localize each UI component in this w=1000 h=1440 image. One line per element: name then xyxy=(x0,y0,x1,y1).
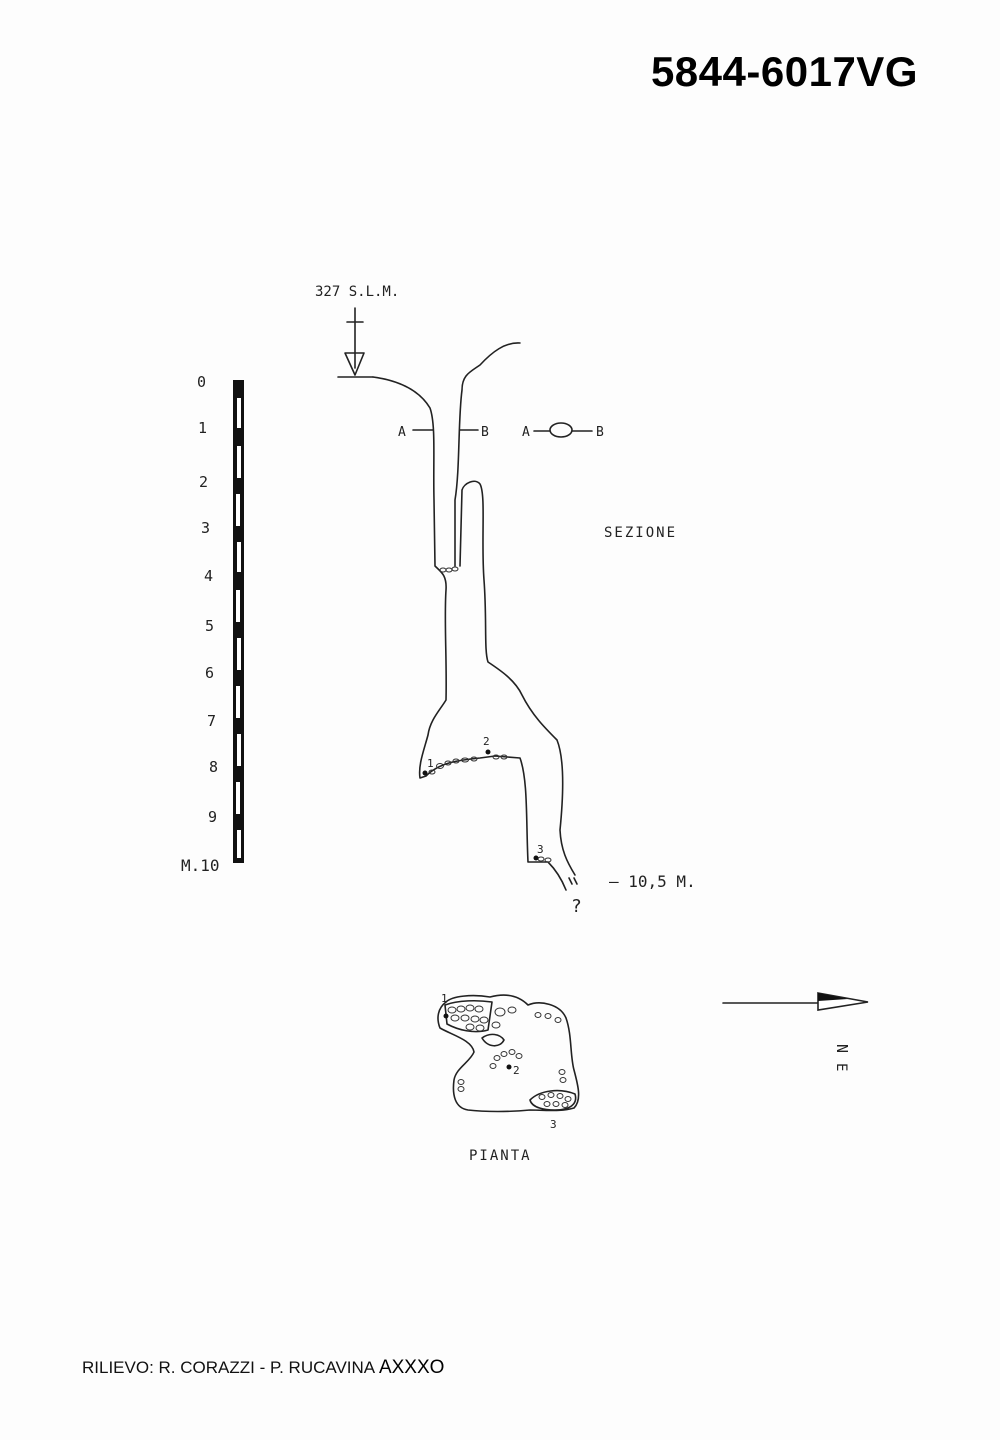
credits-text: RILIEVO: R. CORAZZI - P. RUCAVINA xyxy=(82,1358,375,1377)
station-3-label: 3 xyxy=(537,843,544,856)
scale-label-5: 5 xyxy=(205,617,214,635)
north-label: N xyxy=(833,1044,851,1053)
north-arrow: N E xyxy=(722,992,869,1071)
station-1-dot xyxy=(422,770,428,776)
station-2-dot xyxy=(485,749,491,755)
scale-label-1: 1 xyxy=(198,419,207,437)
credits-mark: AXXXO xyxy=(378,1357,445,1378)
plan-boulders-1 xyxy=(444,999,562,1047)
depth-label: — 10,5 M. xyxy=(609,872,696,891)
section-left-wall xyxy=(372,376,567,891)
section-right-wall xyxy=(454,342,521,567)
plan-station-3-label: 3 xyxy=(550,1118,557,1131)
plan-station-2-label: 2 xyxy=(513,1064,520,1077)
cave-code-title: 5844-6017VG xyxy=(650,48,918,95)
section-chimney xyxy=(459,480,576,876)
survey-credits: RILIEVO: R. CORAZZI - P. RUCAVINA AXXXO xyxy=(82,1357,444,1379)
cross-section-b-label: B xyxy=(596,425,604,440)
section-marker-b: B xyxy=(481,425,489,440)
scale-bar: 0 1 2 3 4 5 6 7 8 9 M.10 xyxy=(181,373,244,875)
cave-plan: 1 2 3 PIANTA xyxy=(437,992,580,1164)
plan-station-2-dot xyxy=(506,1064,512,1070)
plan-scattered-pebbles xyxy=(457,1049,567,1092)
east-label: E xyxy=(833,1063,849,1071)
scale-label-7: 7 xyxy=(207,712,216,730)
section-title: SEZIONE xyxy=(604,525,677,541)
scale-label-4: 4 xyxy=(204,567,213,585)
cave-section: 327 S.L.M. xyxy=(315,284,696,917)
scale-label-0: 0 xyxy=(197,373,206,391)
plan-station-1-label: 1 xyxy=(441,992,448,1005)
pebbles-step xyxy=(439,566,459,573)
unknown-continuation-mark: ? xyxy=(571,896,582,917)
cross-section-a-label: A xyxy=(522,425,530,440)
section-marker-a: A xyxy=(398,425,406,440)
plan-station-1-dot xyxy=(443,1013,449,1019)
scale-label-9: 9 xyxy=(208,808,217,826)
cross-section-detail: A B xyxy=(522,422,604,440)
cross-section-profile xyxy=(549,422,573,438)
scale-label-10: M.10 xyxy=(181,856,220,875)
scale-label-6: 6 xyxy=(205,664,214,682)
pebbles-chamber-floor xyxy=(428,754,508,775)
station-2-label: 2 xyxy=(483,735,490,748)
scale-label-8: 8 xyxy=(209,758,218,776)
station-1-label: 1 xyxy=(427,757,434,770)
scale-label-3: 3 xyxy=(201,519,210,537)
elevation-label: 327 S.L.M. xyxy=(315,284,399,300)
entrance-arrow-icon xyxy=(344,352,365,376)
plan-boulders-3 xyxy=(529,1089,577,1111)
station-3-dot xyxy=(533,855,539,861)
scale-label-2: 2 xyxy=(199,473,208,491)
plan-title: PIANTA xyxy=(469,1148,532,1164)
